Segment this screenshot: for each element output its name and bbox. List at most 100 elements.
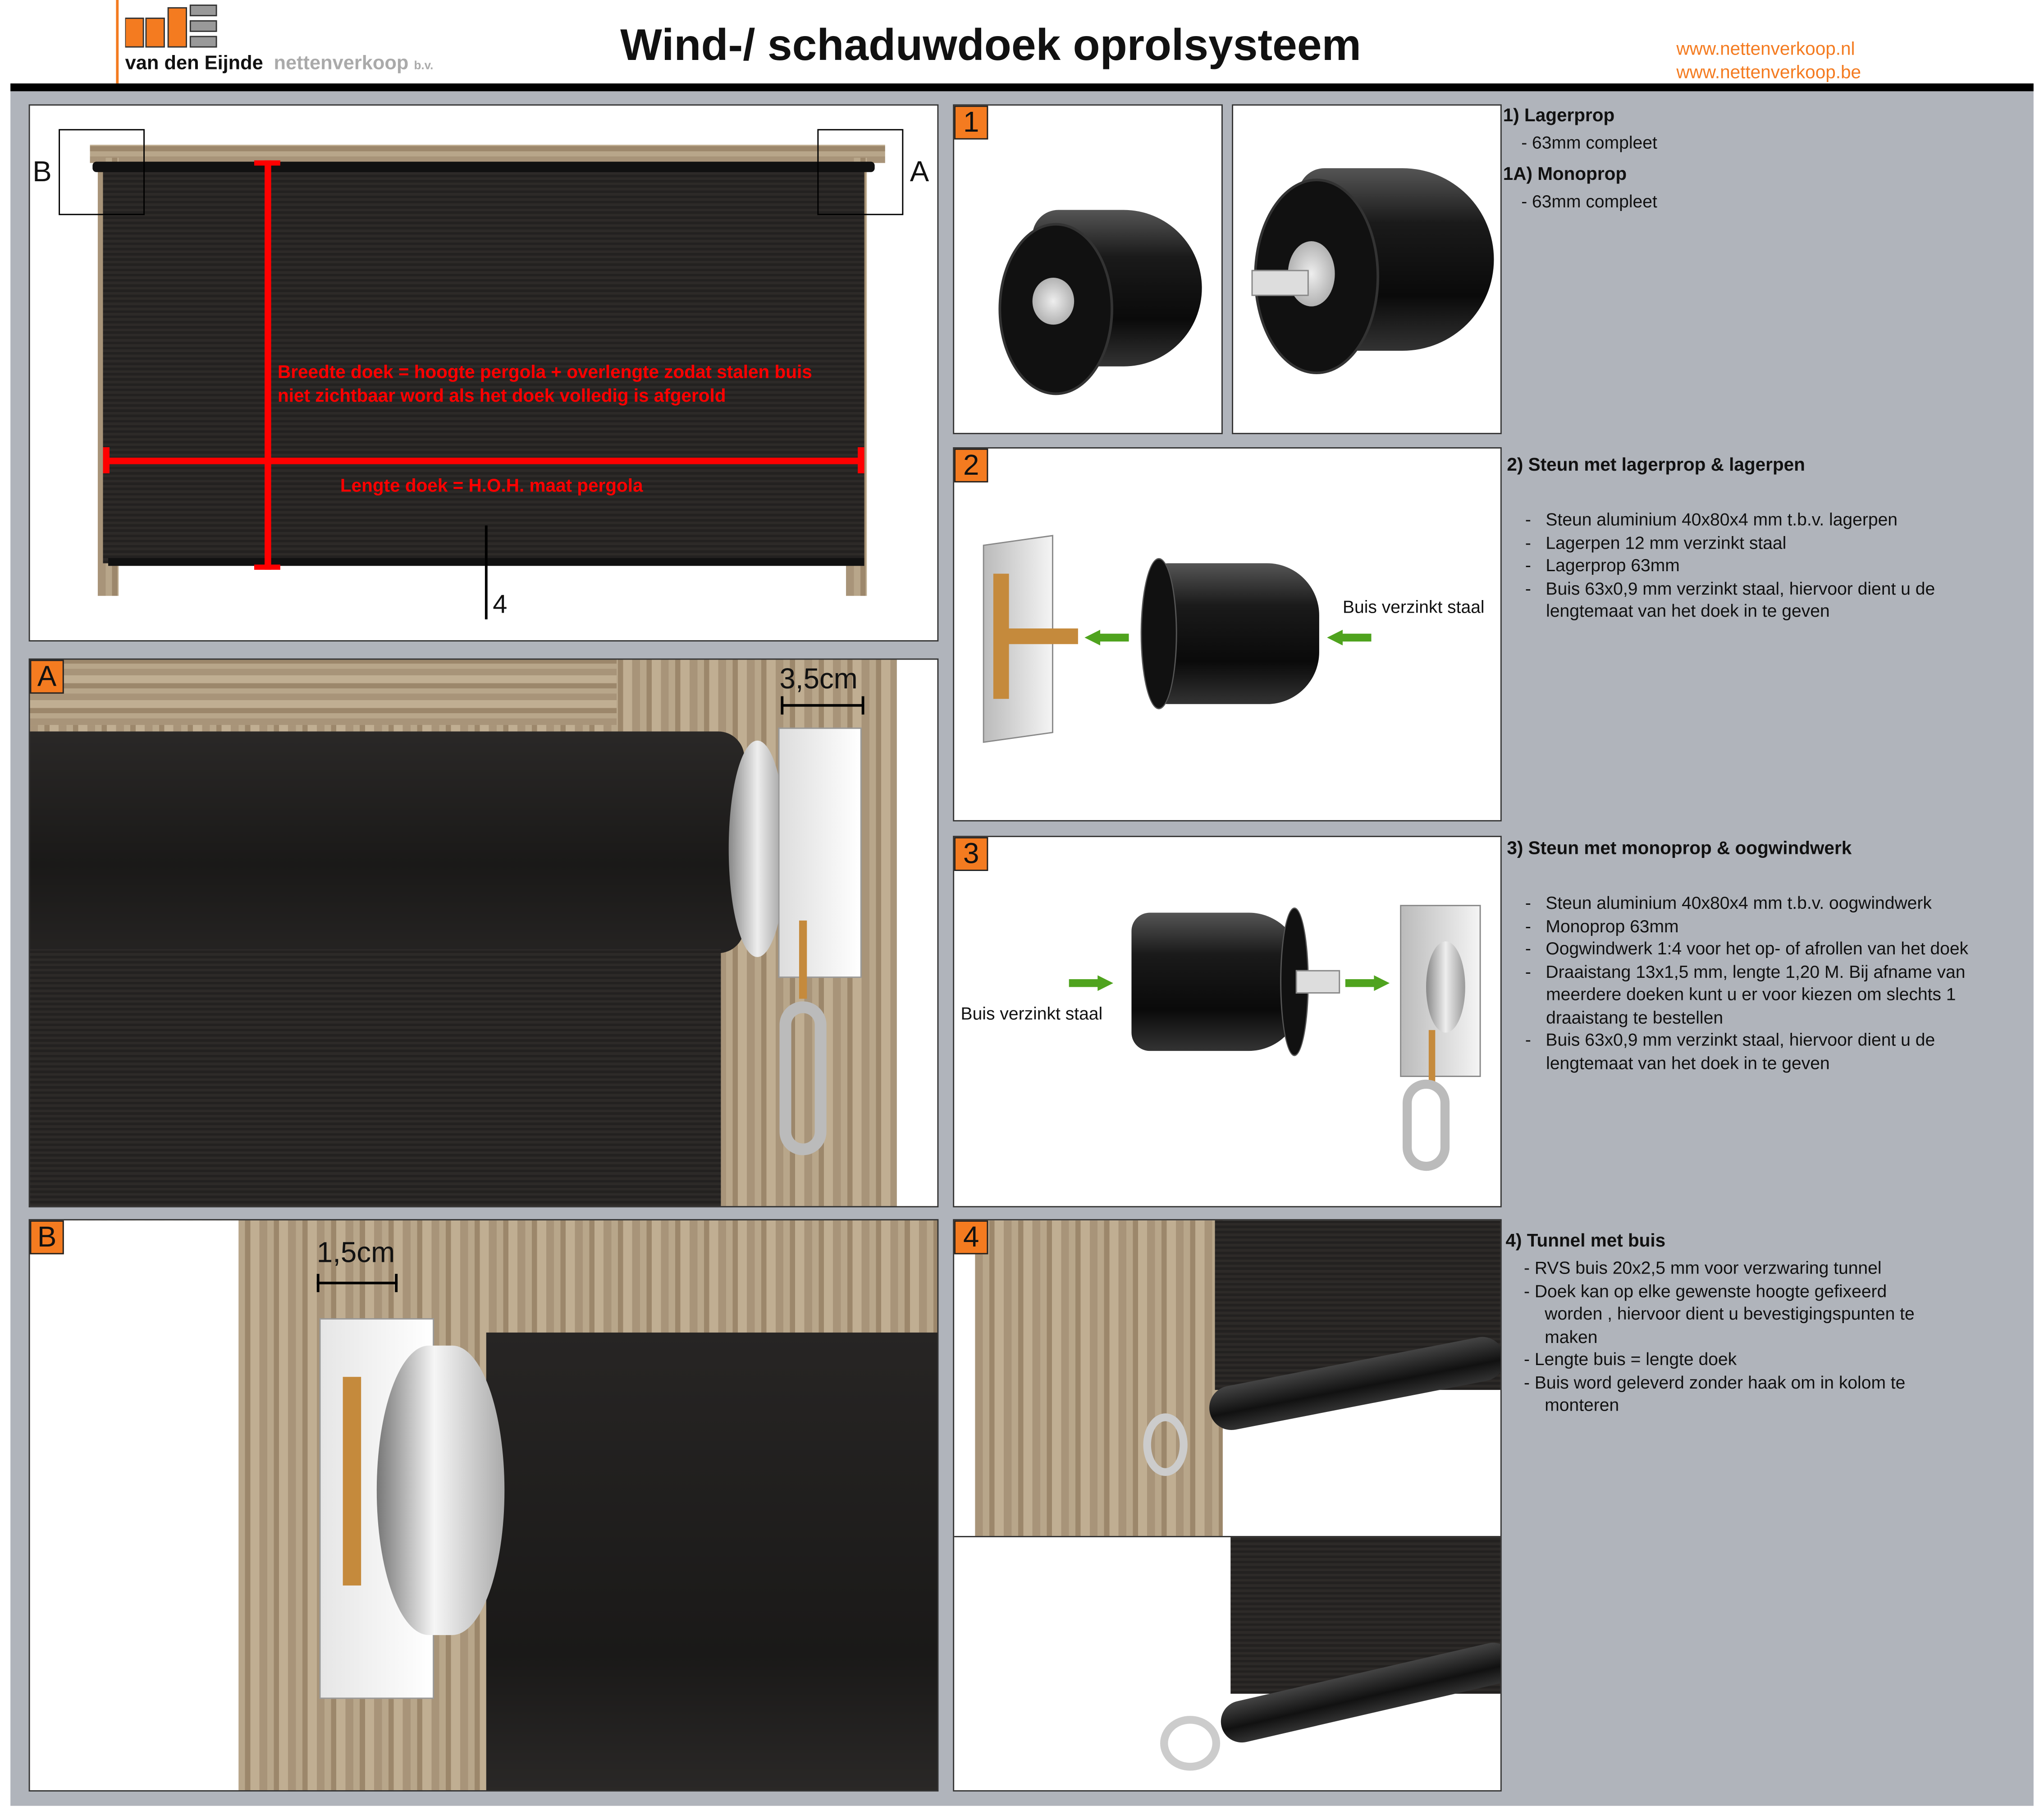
panel-badge: 4 [954, 1220, 988, 1255]
end-cap [376, 1345, 505, 1635]
section-item: - 63mm compleet [1521, 133, 1657, 153]
lagerprop-body [1149, 563, 1319, 704]
eye-hook [1403, 1079, 1450, 1171]
panel-badge: A [30, 660, 64, 694]
background-white [896, 660, 937, 1206]
overview-panel: B A Breedte doek = hoogte pergola + over… [28, 104, 939, 642]
product-panel-lagerprop: 1 [953, 104, 1223, 435]
section-item: - Lagerprop 63mm [1525, 555, 1680, 575]
panel-badge: 3 [954, 837, 988, 871]
crank-rod [799, 920, 807, 999]
page-title: Wind-/ schaduwdoek oprolsysteem [620, 21, 1361, 71]
bearing-icon [1032, 278, 1075, 325]
tube-label: Buis verzinkt staal [960, 1004, 1103, 1024]
height-measure-cap-top [254, 160, 280, 166]
logo-company: van den Eijnde [125, 52, 263, 74]
section-item: - Oogwindwerk 1:4 voor het op- of afroll… [1525, 939, 1969, 958]
label-b: B [32, 155, 52, 188]
section-3-text: 3) Steun met monoprop & oogwindwerk - St… [1507, 837, 2028, 1074]
length-measure-line [105, 458, 864, 464]
section-item: - Buis 63x0,9 mm verzinkt staal, hiervoo… [1525, 578, 1935, 621]
arrow-right-icon [1069, 975, 1113, 991]
lagerprop-face [998, 223, 1113, 395]
height-measure-cap-bottom [254, 564, 280, 570]
rolled-cloth [486, 1332, 937, 1790]
section-item: - 63mm compleet [1521, 191, 1657, 211]
section-item: - Steun aluminium 40x80x4 mm t.b.v. oogw… [1525, 893, 1932, 913]
section-4-text: 4) Tunnel met buis - RVS buis 20x2,5 mm … [1505, 1229, 2027, 1416]
section-item: - Monoprop 63mm [1525, 916, 1679, 936]
section-item: - Doek kan op elke gewenste hoogte gefix… [1523, 1281, 1915, 1347]
panel-badge: B [30, 1220, 64, 1255]
tube-label: Buis verzinkt staal [1342, 597, 1485, 617]
monoprop-body [1131, 912, 1301, 1051]
section-item: - Buis word geleverd zonder haak om in k… [1523, 1372, 1906, 1415]
bearing-pin [343, 1377, 361, 1586]
measure-cap [861, 696, 864, 715]
hanging-cloth [30, 949, 721, 1206]
measure-label: 1,5cm [316, 1236, 395, 1269]
logo-suffix: b.v. [414, 59, 434, 72]
url-nl[interactable]: www.nettenverkoop.nl [1676, 37, 1855, 59]
section-item: - Lengte buis = lengte doek [1523, 1349, 1737, 1369]
hook-icon [1143, 1413, 1188, 1476]
detail-panel-b: 1,5cm B [28, 1219, 939, 1792]
rolled-cloth [30, 731, 745, 953]
logo-mark-icon [124, 5, 217, 48]
assembly-panel-lagerpen: Buis verzinkt staal 2 [953, 447, 1502, 822]
eye-hook [1160, 1716, 1221, 1771]
section-1-text: 1) Lagerprop - 63mm compleet 1A) Monopro… [1503, 104, 2025, 212]
measure-line [316, 1282, 398, 1284]
measure-line [781, 704, 864, 707]
tunnel-panel: 4 [953, 1219, 1502, 1792]
section-title: 1A) Monoprop [1503, 162, 1627, 183]
section-item: - RVS buis 20x2,5 mm voor verzwaring tun… [1523, 1258, 1882, 1278]
label-4: 4 [493, 591, 508, 619]
shade-cloth [103, 164, 864, 564]
bearing-pin [1006, 628, 1078, 644]
measure-cap [781, 696, 784, 715]
panel-divider [954, 1536, 1500, 1537]
section-item: - Steun aluminium 40x80x4 mm t.b.v. lage… [1525, 509, 1898, 530]
worm-gear [1426, 941, 1465, 1033]
panel-badge: 2 [954, 448, 988, 483]
length-measure-cap-right [858, 447, 864, 473]
header-rule [10, 83, 2034, 92]
roller-tube [92, 161, 875, 172]
section-title: 4) Tunnel met buis [1505, 1229, 1666, 1251]
arrow-left-icon [1327, 629, 1372, 646]
shaft-icon [1295, 970, 1340, 994]
product-panel-monoprop [1232, 104, 1502, 435]
logo-wordmark: van den Eijnde nettenverkoop b.v. [125, 52, 434, 74]
arrow-left-icon [1084, 629, 1129, 646]
section-title: 2) Steun met lagerprop & lagerpen [1507, 454, 1805, 475]
url-be[interactable]: www.nettenverkoop.be [1676, 61, 1861, 82]
detail-panel-a: 3,5cm A [28, 658, 939, 1208]
eye-hook [779, 1001, 827, 1155]
section-item: - Buis 63x0,9 mm verzinkt staal, hiervoo… [1525, 1030, 1935, 1072]
section-2-text: 2) Steun met lagerprop & lagerpen - Steu… [1507, 454, 2028, 623]
end-cap [728, 740, 786, 957]
pergola-beam [90, 145, 885, 163]
crank-rod [1428, 1030, 1436, 1082]
length-note: Lengte doek = H.O.H. maat pergola [340, 474, 643, 496]
lagerprop-face [1140, 558, 1177, 710]
logo-brand: nettenverkoop [274, 52, 409, 74]
wood-post [975, 1220, 1223, 1536]
arrow-right-icon [1345, 975, 1390, 991]
callout-line-4 [485, 525, 487, 619]
label-a: A [910, 155, 929, 188]
measure-cap [395, 1274, 398, 1292]
measure-cap [316, 1274, 320, 1292]
section-title: 3) Steun met monoprop & oogwindwerk [1507, 837, 1852, 858]
width-note: Breedte doek = hoogte pergola + overleng… [278, 361, 812, 405]
logo-divider [116, 0, 119, 84]
length-measure-cap-left [103, 447, 110, 473]
detail-box-a [817, 129, 904, 215]
logo [124, 3, 223, 56]
panel-badge: 1 [954, 105, 988, 140]
detail-box-b [59, 129, 145, 215]
height-measure-line [265, 160, 271, 570]
section-title: 1) Lagerprop [1503, 104, 1615, 125]
